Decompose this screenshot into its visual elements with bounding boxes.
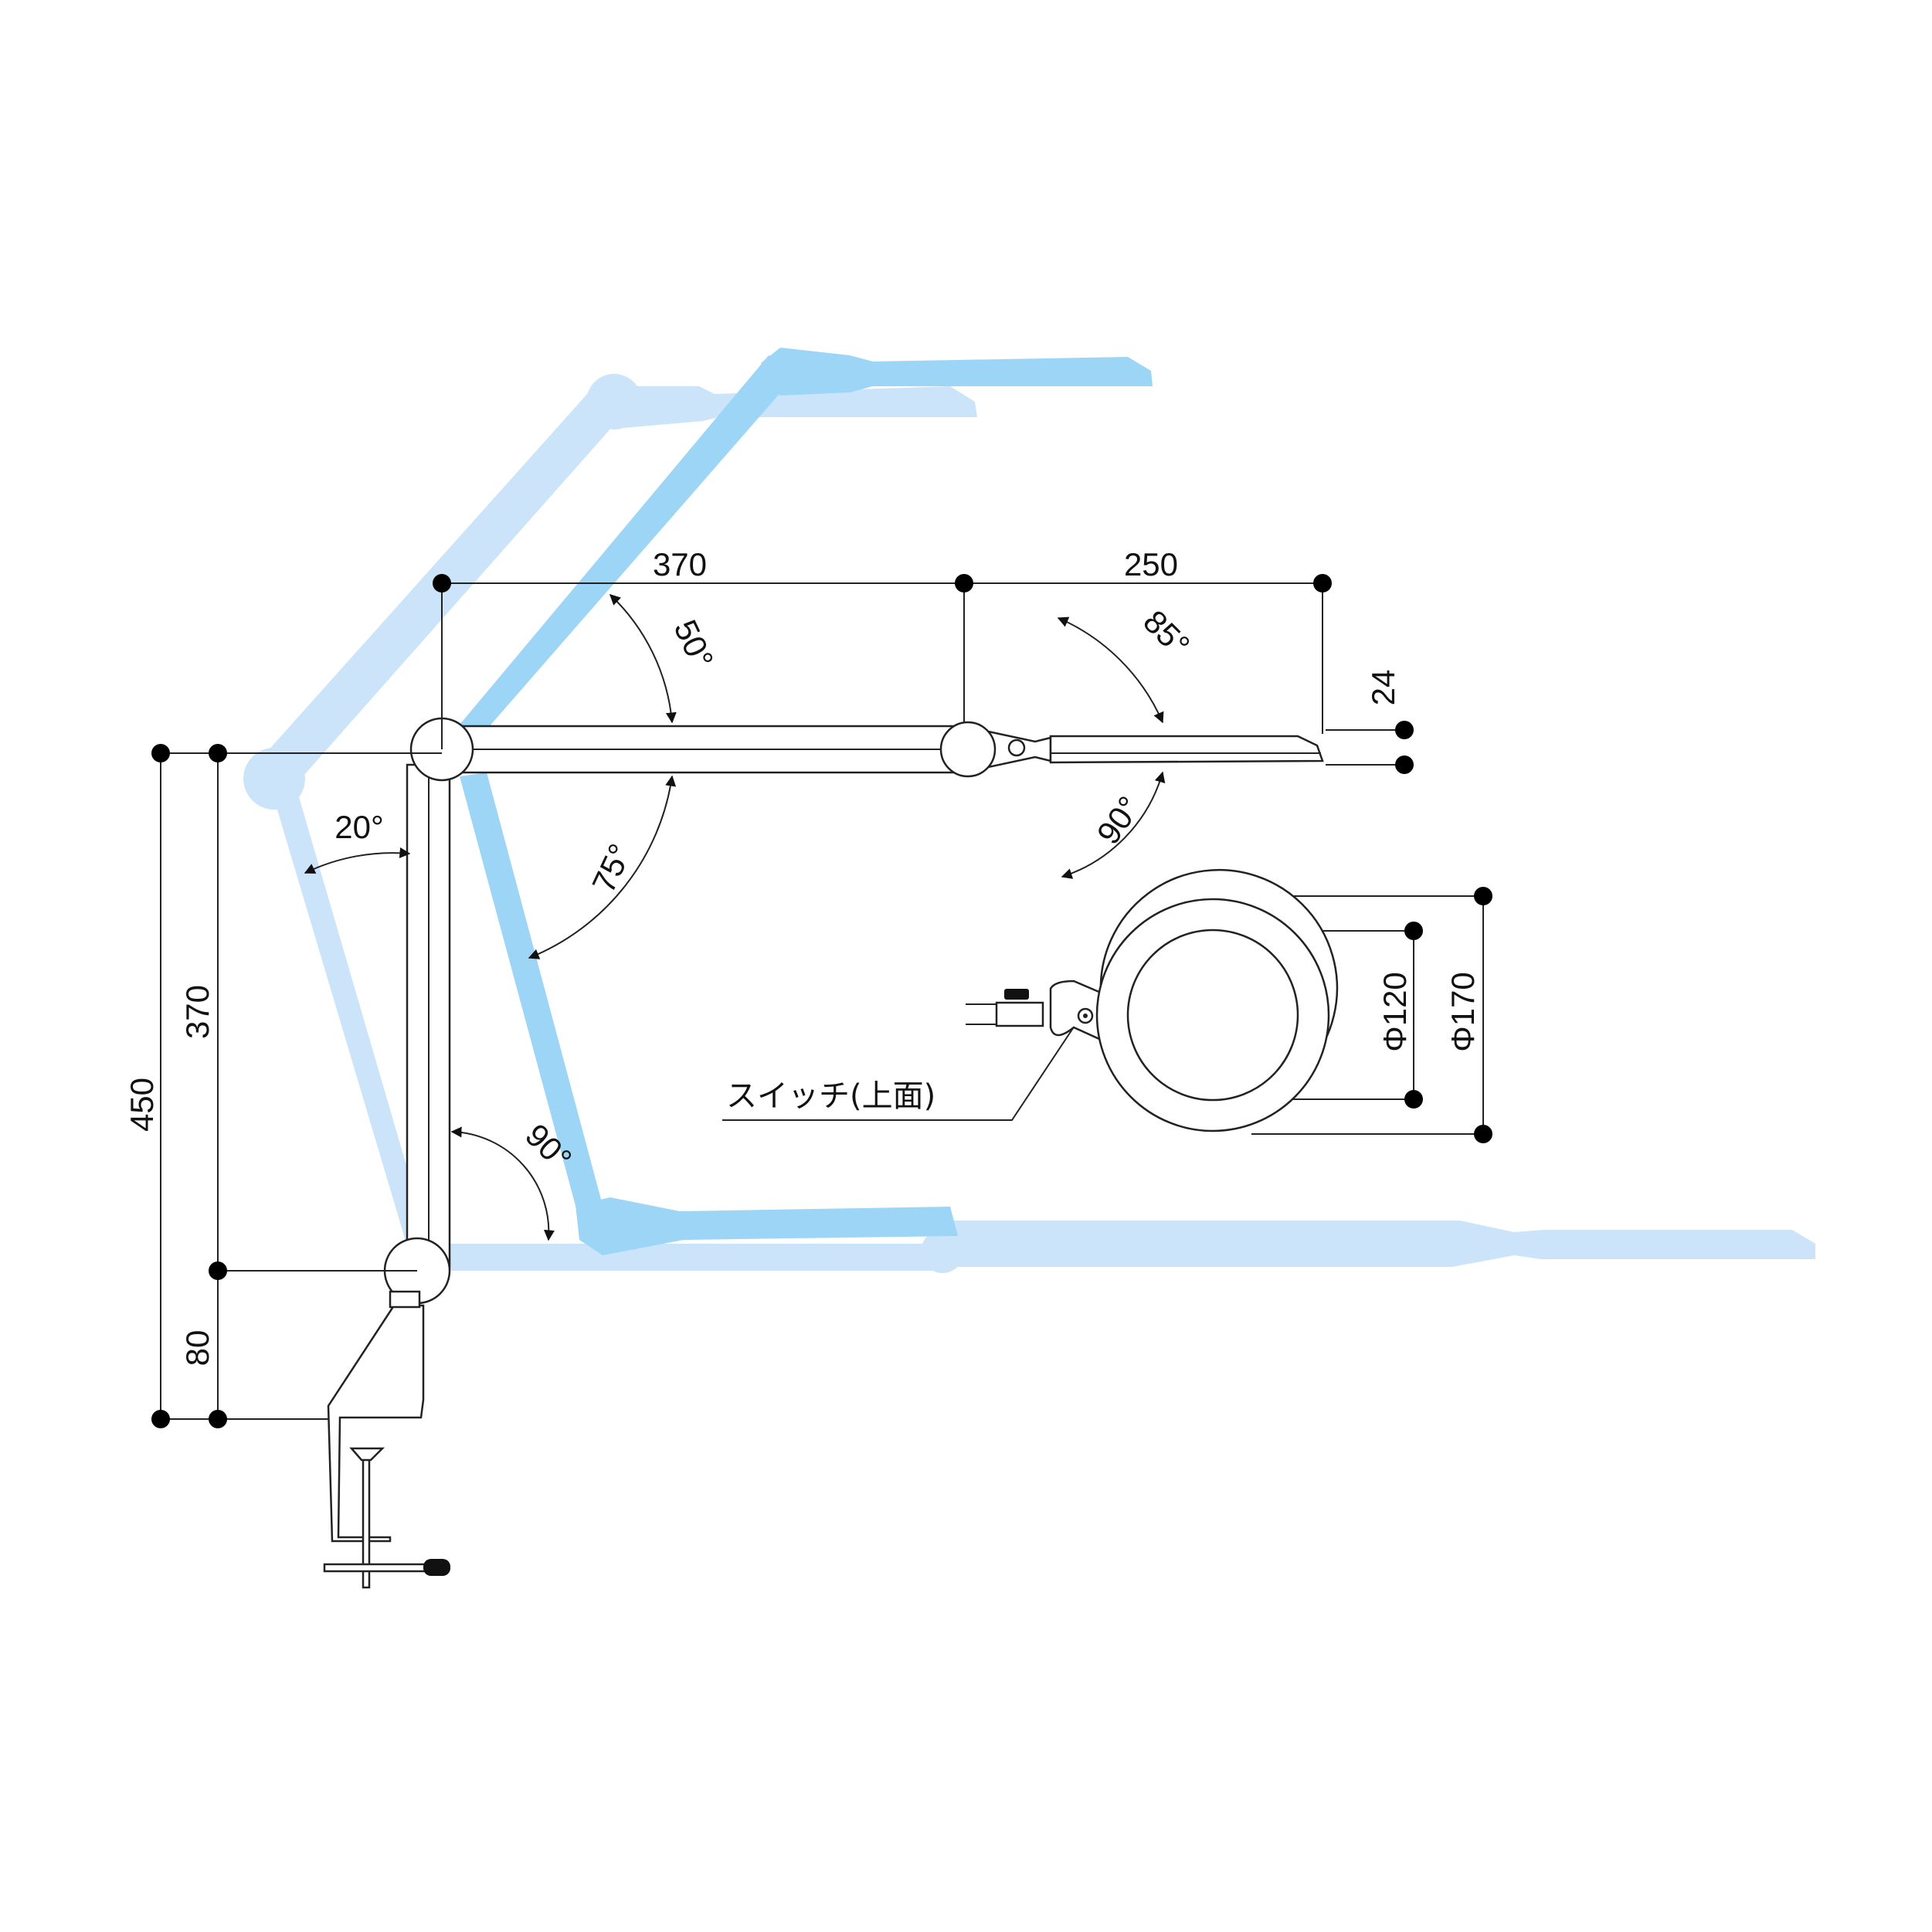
dot-icon <box>1395 721 1414 739</box>
ghost-top-head-light <box>610 386 977 429</box>
dot-icon <box>1404 1090 1423 1109</box>
blue-arm-lowered <box>460 772 603 1214</box>
dimension-lines <box>160 582 1484 1420</box>
arc-85 <box>1057 616 1164 724</box>
blue-head-lowered <box>576 1197 958 1255</box>
dot-icon <box>1313 574 1332 593</box>
dot-icon <box>955 574 973 593</box>
switch-label: スイッチ(上面) <box>726 1078 935 1114</box>
dim-lens-inner: Φ120 <box>1377 972 1413 1052</box>
clamp-knob <box>423 1559 450 1576</box>
arc-50 <box>609 594 677 724</box>
ghost-lower-arm-back <box>274 792 436 1275</box>
arc-75 <box>528 775 677 959</box>
angle-upper-arm-up: 50° <box>667 614 720 674</box>
lens-inner-ring <box>1126 929 1299 1102</box>
blue-head-raised <box>761 348 1153 396</box>
dot-icon <box>433 574 451 593</box>
clamp-collar <box>389 1290 421 1309</box>
angle-head-down: 90° <box>1090 789 1148 851</box>
knob-icon <box>1004 989 1029 1000</box>
clamp-pad <box>349 1447 385 1462</box>
dot-icon <box>209 1261 227 1280</box>
clamp-handle <box>323 1563 430 1573</box>
angle-upper-arm-down: 75° <box>585 838 638 898</box>
lens-top-view <box>966 868 1339 1132</box>
dim-vertical-arm: 370 <box>179 985 216 1039</box>
lamp-head <box>1049 735 1324 764</box>
ghost-bottom-elbow <box>921 1230 964 1273</box>
dot-icon <box>1474 887 1492 905</box>
dimension-points <box>151 574 1492 1428</box>
dot-icon <box>151 1410 170 1428</box>
ghost-bottom-extension <box>912 1221 1815 1267</box>
angle-head-up: 85° <box>1136 603 1197 664</box>
lamp-main <box>305 717 1324 1589</box>
dim-head-thickness: 24 <box>1365 670 1401 706</box>
dot-icon <box>209 1410 227 1428</box>
mid-blue-positions <box>452 348 1153 1255</box>
angle-lower-arm-back: 20° <box>334 809 384 845</box>
head-joint <box>939 721 997 778</box>
ghost-bottom-arm <box>433 1244 935 1271</box>
arc-90-head <box>1061 771 1166 879</box>
dot-icon <box>1404 922 1423 940</box>
head-pivot <box>1007 739 1026 757</box>
dim-total-height: 450 <box>124 1078 160 1132</box>
dim-head-length: 250 <box>1124 546 1178 582</box>
dim-clamp-height: 80 <box>179 1330 216 1367</box>
dot-icon <box>1395 755 1414 774</box>
angle-arcs <box>304 594 1166 1241</box>
dot-icon <box>151 744 170 762</box>
dim-arm-length: 370 <box>653 546 707 582</box>
lens-mount <box>995 1001 1044 1027</box>
ghost-positions <box>243 374 1815 1275</box>
dot-icon <box>1474 1125 1492 1143</box>
arc-20 <box>304 847 411 874</box>
arc-90-low <box>450 1126 555 1241</box>
blue-upper-arm-raised <box>452 355 800 734</box>
clamp-body <box>327 1304 425 1543</box>
dot-icon <box>209 744 227 762</box>
dim-lens-outer: Φ170 <box>1445 972 1481 1052</box>
